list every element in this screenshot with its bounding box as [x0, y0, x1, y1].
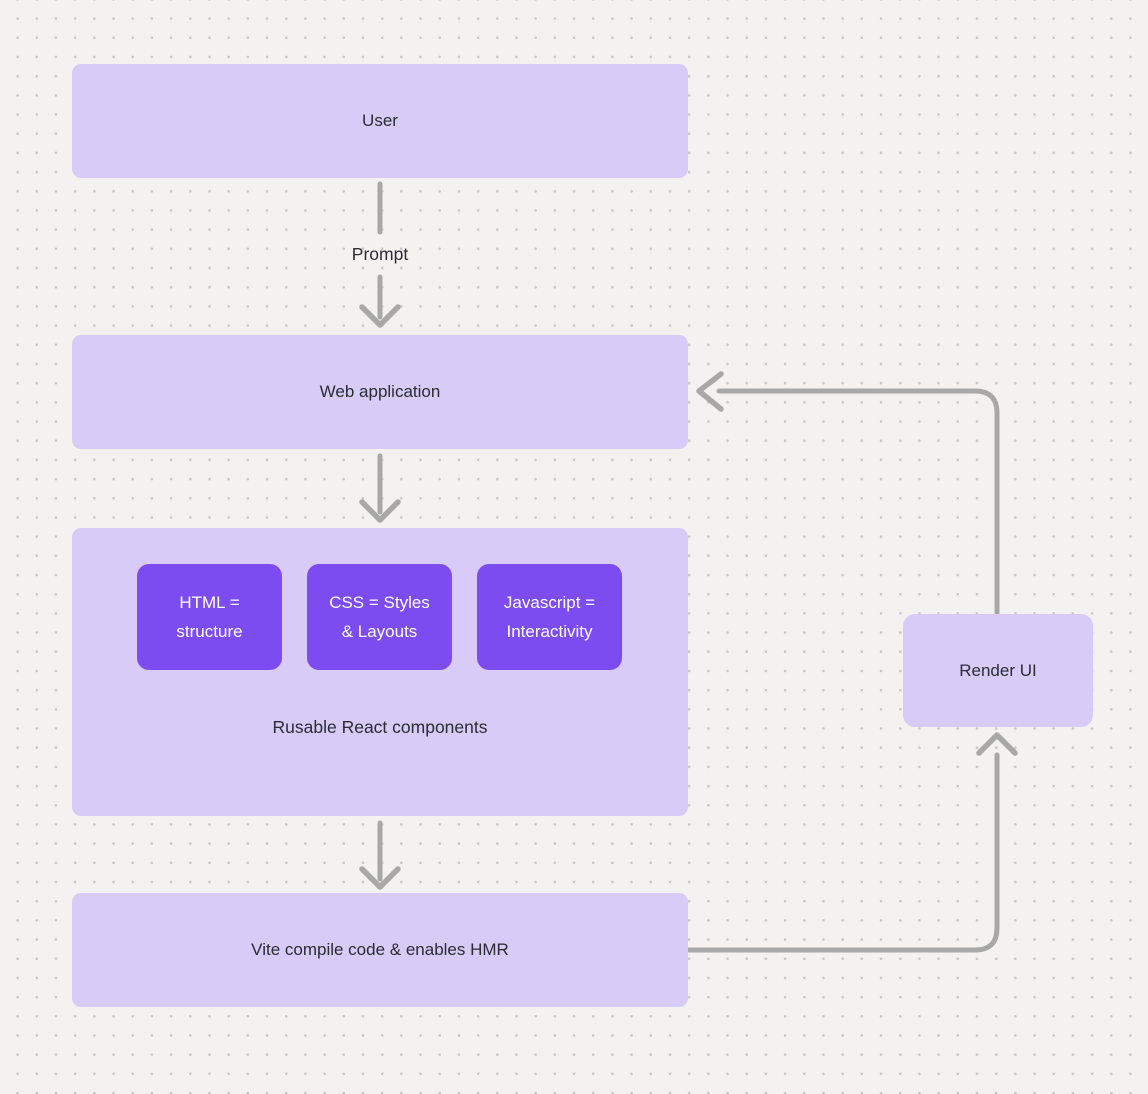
- node-render-ui[interactable]: Render UI: [903, 614, 1093, 727]
- edge-vite-to-render-arrowhead: [976, 732, 1018, 756]
- node-web-application-label: Web application: [319, 382, 441, 401]
- node-css[interactable]: CSS = Styles & Layouts: [307, 564, 452, 670]
- node-html[interactable]: HTML = structure: [137, 564, 282, 670]
- node-components-group[interactable]: HTML = structure CSS = Styles & Layouts …: [72, 528, 688, 816]
- node-css-label: CSS = Styles & Layouts: [329, 593, 430, 641]
- node-web-application[interactable]: Web application: [72, 335, 688, 449]
- edge-prompt-label: Prompt: [351, 244, 409, 264]
- node-javascript[interactable]: Javascript = Interactivity: [477, 564, 622, 670]
- edge-render-to-web-arrowhead: [696, 371, 724, 412]
- node-render-ui-label: Render UI: [959, 660, 1037, 680]
- node-vite[interactable]: Vite compile code & enables HMR: [72, 893, 688, 1007]
- node-user-label: User: [362, 111, 398, 130]
- edge-render-to-web-line: [716, 388, 1000, 616]
- node-vite-label: Vite compile code & enables HMR: [251, 940, 509, 959]
- edge-user-to-web-arrowhead: [359, 304, 401, 328]
- edge-web-to-group-arrowhead: [359, 499, 401, 523]
- edge-group-to-vite-arrowhead: [359, 866, 401, 890]
- node-html-label: HTML = structure: [176, 593, 243, 641]
- node-javascript-label: Javascript = Interactivity: [503, 593, 596, 641]
- edge-vite-to-render-line: [686, 752, 1000, 953]
- components-group-caption: Rusable React components: [272, 717, 488, 737]
- node-user[interactable]: User: [72, 64, 688, 178]
